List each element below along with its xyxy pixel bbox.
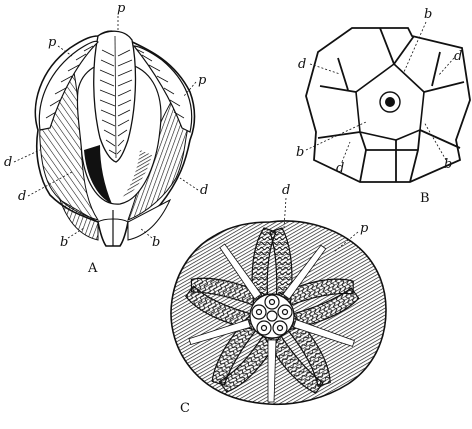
caption-c: C xyxy=(180,401,190,416)
label-b-d-left: d xyxy=(298,57,306,72)
label-c-p-right: p xyxy=(360,221,369,236)
figure-a-calyx xyxy=(35,31,194,246)
label-b-b-left: b xyxy=(296,145,304,160)
label-c-d-top: d xyxy=(282,183,290,198)
label-a-d-left-upper: d xyxy=(4,155,12,170)
label-a-p-left: p xyxy=(48,35,57,50)
figure-c-oral-view xyxy=(171,221,386,404)
label-a-b-left: b xyxy=(60,235,68,250)
label-b-d-lower: d xyxy=(336,161,344,176)
caption-a: A xyxy=(87,261,98,276)
label-b-d-right: d xyxy=(454,49,462,64)
label-a-b-right: b xyxy=(152,235,160,250)
label-a-p-top: p xyxy=(117,1,126,16)
label-a-d-right: d xyxy=(200,183,208,198)
caption-b: B xyxy=(420,191,430,206)
label-a-d-left-lower: d xyxy=(18,189,26,204)
label-b-b-top: b xyxy=(424,7,432,22)
label-a-p-right: p xyxy=(198,73,207,88)
